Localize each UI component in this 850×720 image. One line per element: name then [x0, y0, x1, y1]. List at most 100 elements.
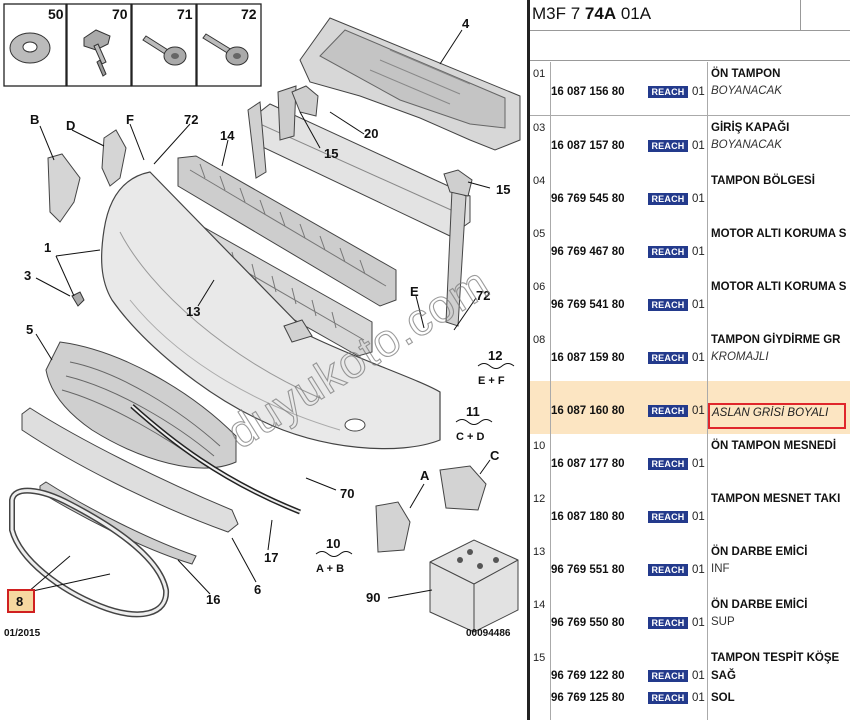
part-variant: BOYANACAK [711, 85, 782, 97]
callout-15-upper[interactable]: 15 [324, 146, 338, 161]
mount-bracket-A[interactable] [375, 501, 411, 553]
row-number-cell: 12 [530, 487, 551, 540]
part-number[interactable]: 96 769 122 80 [551, 670, 625, 682]
part-number[interactable]: 96 769 467 80 [551, 246, 625, 258]
corner-bracket-15-lower[interactable] [443, 169, 473, 197]
part-number[interactable]: 16 087 159 80 [551, 352, 625, 364]
callout-8-highlighted[interactable]: 8 [7, 589, 35, 613]
reach-badge[interactable]: REACH [648, 670, 688, 682]
catalog-reference: M3F 7 74A 01A [532, 4, 651, 24]
row-number-cell: 03 [530, 116, 551, 169]
callout-B[interactable]: B [30, 112, 39, 127]
part-number[interactable]: 96 769 541 80 [551, 299, 625, 311]
callout-5[interactable]: 5 [26, 322, 33, 337]
reach-badge[interactable]: REACH [648, 352, 688, 364]
reach-badge[interactable]: REACH [648, 458, 688, 470]
part-number[interactable]: 96 769 545 80 [551, 193, 625, 205]
reach-badge[interactable]: REACH [648, 405, 688, 417]
clip-part-3[interactable] [71, 291, 85, 307]
fastener-box-71[interactable]: 71 [131, 3, 197, 87]
reinforcement-beam-part[interactable] [247, 85, 471, 327]
callout-72-lower[interactable]: 72 [476, 288, 490, 303]
chrome-strip-part[interactable] [130, 404, 301, 515]
part-number[interactable]: 16 087 180 80 [551, 511, 625, 523]
description-cell: TAMPON BÖLGESİ [711, 169, 850, 222]
fastener-kit-90[interactable] [429, 539, 519, 633]
callout-17[interactable]: 17 [264, 550, 278, 565]
reach-badge[interactable]: REACH [648, 564, 688, 576]
lower-strip-part[interactable] [39, 481, 197, 565]
reach-badge[interactable]: REACH [648, 140, 688, 152]
callout-D[interactable]: D [66, 118, 75, 133]
reach-badge[interactable]: REACH [648, 86, 688, 98]
fastener-box-70[interactable]: 70 [66, 3, 132, 87]
part-number[interactable]: 96 769 550 80 [551, 617, 625, 629]
part-number[interactable]: 16 087 156 80 [551, 86, 625, 98]
part-description: TAMPON MESNET TAKI [711, 493, 841, 505]
quantity: 01 [692, 246, 705, 258]
quantity: 01 [692, 670, 705, 682]
reach-badge[interactable]: REACH [648, 193, 688, 205]
group-label-10[interactable]: 10 A + B [315, 536, 353, 575]
group-label-11[interactable]: 11 C + D [455, 404, 493, 443]
mount-bracket-C[interactable] [439, 465, 487, 511]
upper-shield-part[interactable] [299, 17, 521, 151]
part-number[interactable]: 16 087 177 80 [551, 458, 625, 470]
callout-F[interactable]: F [126, 112, 134, 127]
reach-badge[interactable]: REACH [648, 246, 688, 258]
callout-15-lower[interactable]: 15 [496, 182, 510, 197]
header-separator [800, 0, 801, 30]
part-variant-2: SOL [711, 692, 735, 704]
fastener-box-72[interactable]: 72 [196, 3, 262, 87]
part-number-2[interactable]: 96 769 125 80 [551, 692, 625, 704]
callout-3[interactable]: 3 [24, 268, 31, 283]
reach-badge[interactable]: REACH [648, 617, 688, 629]
callout-A[interactable]: A [420, 468, 430, 483]
part-number[interactable]: 16 087 160 80 [551, 405, 625, 417]
reach-badge-2[interactable]: REACH [648, 692, 688, 704]
callout-4[interactable]: 4 [462, 16, 470, 31]
callout-20[interactable]: 20 [364, 126, 378, 141]
reach-badge[interactable]: REACH [648, 511, 688, 523]
quantity: 01 [692, 458, 705, 470]
callout-14[interactable]: 14 [220, 128, 235, 143]
bumper-cover-part[interactable] [101, 171, 441, 450]
fastener-ref-72: 72 [241, 6, 257, 22]
callout-90[interactable]: 90 [366, 590, 380, 605]
callout-E[interactable]: E [410, 284, 419, 299]
callout-C[interactable]: C [490, 448, 500, 463]
group-label-12[interactable]: 12 E + F [477, 348, 515, 387]
chrome-surround-part[interactable] [9, 487, 170, 618]
callout-13[interactable]: 13 [186, 304, 200, 319]
part-number[interactable]: 96 769 551 80 [551, 564, 625, 576]
fastener-ref-50: 50 [48, 6, 64, 22]
side-bracket-D[interactable] [101, 129, 127, 187]
callout-16[interactable]: 16 [206, 592, 220, 607]
callout-70[interactable]: 70 [340, 486, 354, 501]
fastener-box-50[interactable]: 50 [3, 3, 67, 87]
reach-badge[interactable]: REACH [648, 299, 688, 311]
corner-bracket-15-upper[interactable] [291, 85, 319, 117]
side-bracket-B[interactable] [47, 153, 81, 223]
lower-trim-part[interactable] [21, 407, 239, 533]
callout-72-upper[interactable]: 72 [184, 112, 198, 127]
upper-absorber-part[interactable] [177, 155, 397, 307]
callout-1[interactable]: 1 [44, 240, 51, 255]
part-number[interactable]: 16 087 157 80 [551, 140, 625, 152]
callout-6[interactable]: 6 [254, 582, 261, 597]
row-number-cell: 08 [530, 328, 551, 381]
